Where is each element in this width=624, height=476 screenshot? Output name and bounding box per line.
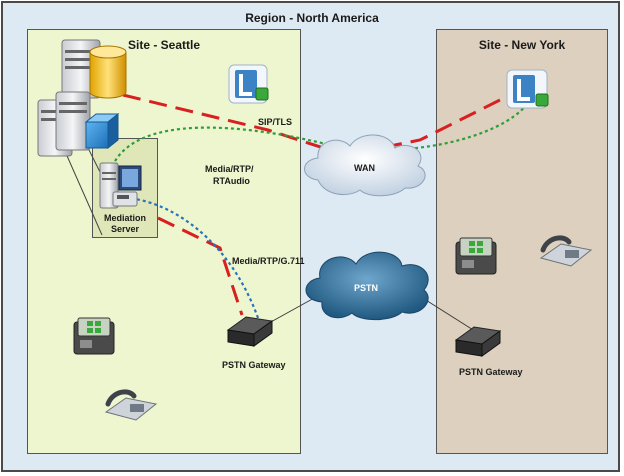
sip-tls-label: SIP/TLS	[258, 117, 293, 127]
mediation-server-label-line2: Server	[110, 224, 140, 234]
mediation-to-gateway-sip-line	[157, 216, 244, 316]
media-rtaudio-label-line1: Media/RTP/	[205, 164, 254, 174]
mediation-server-label-line1: Mediation	[104, 213, 146, 223]
desk-phone-new-york-icon	[539, 235, 593, 267]
ip-phone-new-york-icon	[455, 237, 497, 275]
site-new-york-title: Site - New York	[478, 38, 566, 52]
front-end-server-icon	[61, 39, 127, 99]
media-rtaudio-label-line2: RTAudio	[213, 176, 250, 186]
mediation-server-icon	[99, 162, 142, 209]
pstn-gateway-new-york-label: PSTN Gateway	[459, 367, 523, 377]
media-rtaudio-line	[108, 102, 529, 173]
pstn-gateway-new-york-icon	[454, 326, 502, 357]
region-title: Region - North America	[245, 11, 379, 25]
media-g711-label: Media/RTP/G.711	[232, 256, 305, 266]
g711-media-line	[124, 196, 260, 319]
site-seattle-title: Site - Seattle	[127, 38, 201, 52]
ip-phone-seattle-icon	[73, 317, 115, 355]
lync-client-seattle-icon	[228, 64, 269, 104]
desk-phone-seattle-icon	[104, 389, 158, 421]
server-pool-icon	[37, 91, 120, 157]
pstn-label: PSTN	[354, 283, 379, 293]
pstn-gateway-seattle-icon	[226, 316, 274, 347]
pstn-gateway-seattle-label: PSTN Gateway	[222, 360, 286, 370]
wan-label: WAN	[354, 163, 375, 173]
sip-tls-line	[122, 93, 511, 157]
wan-cloud	[304, 134, 426, 197]
lync-client-new-york-icon	[506, 69, 549, 109]
pstn-cloud	[305, 251, 429, 321]
